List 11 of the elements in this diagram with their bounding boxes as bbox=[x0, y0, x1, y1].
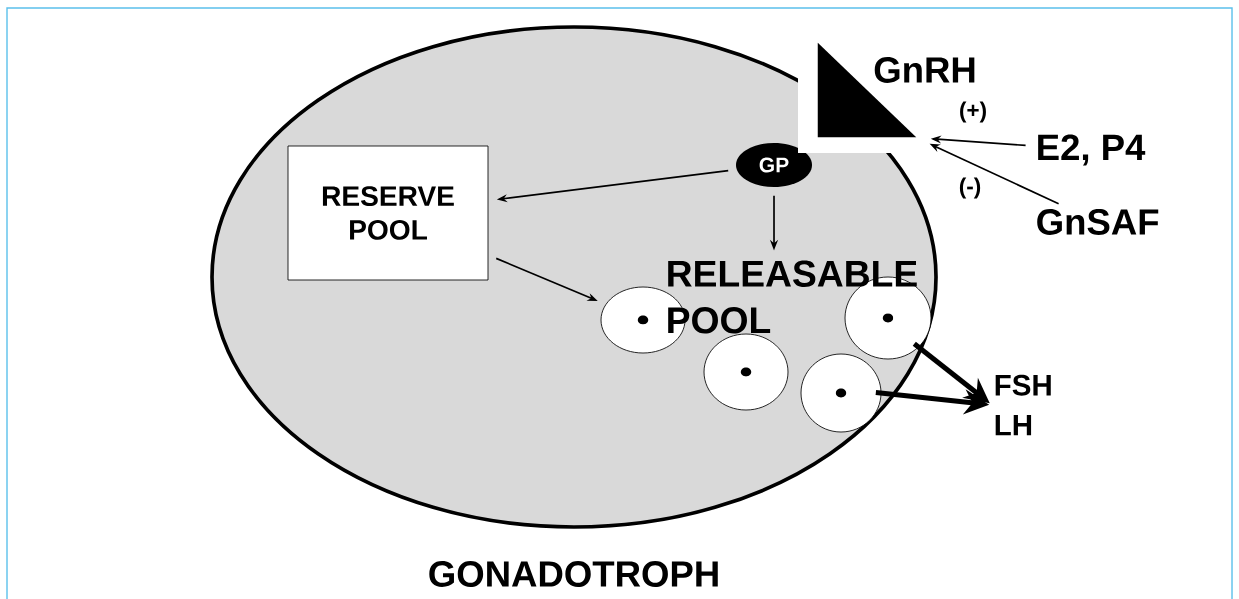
hormone-name: GnRH bbox=[874, 57, 975, 83]
cell-name: GONADOTROPH bbox=[429, 561, 718, 587]
hormone-label: E2, P4 bbox=[1038, 134, 1146, 166]
factor-label: GnSAF bbox=[1037, 209, 1159, 235]
hormone-label: FSH LH bbox=[995, 374, 1051, 436]
pool-box: RESERVE POOL bbox=[287, 145, 489, 281]
pool-label: RELEASABLE POOL bbox=[668, 260, 917, 334]
vesicle-circle bbox=[703, 333, 789, 411]
vesicle-circle bbox=[800, 353, 882, 433]
edge-label: (-) bbox=[957, 176, 983, 200]
edge-label: (+) bbox=[957, 100, 989, 124]
